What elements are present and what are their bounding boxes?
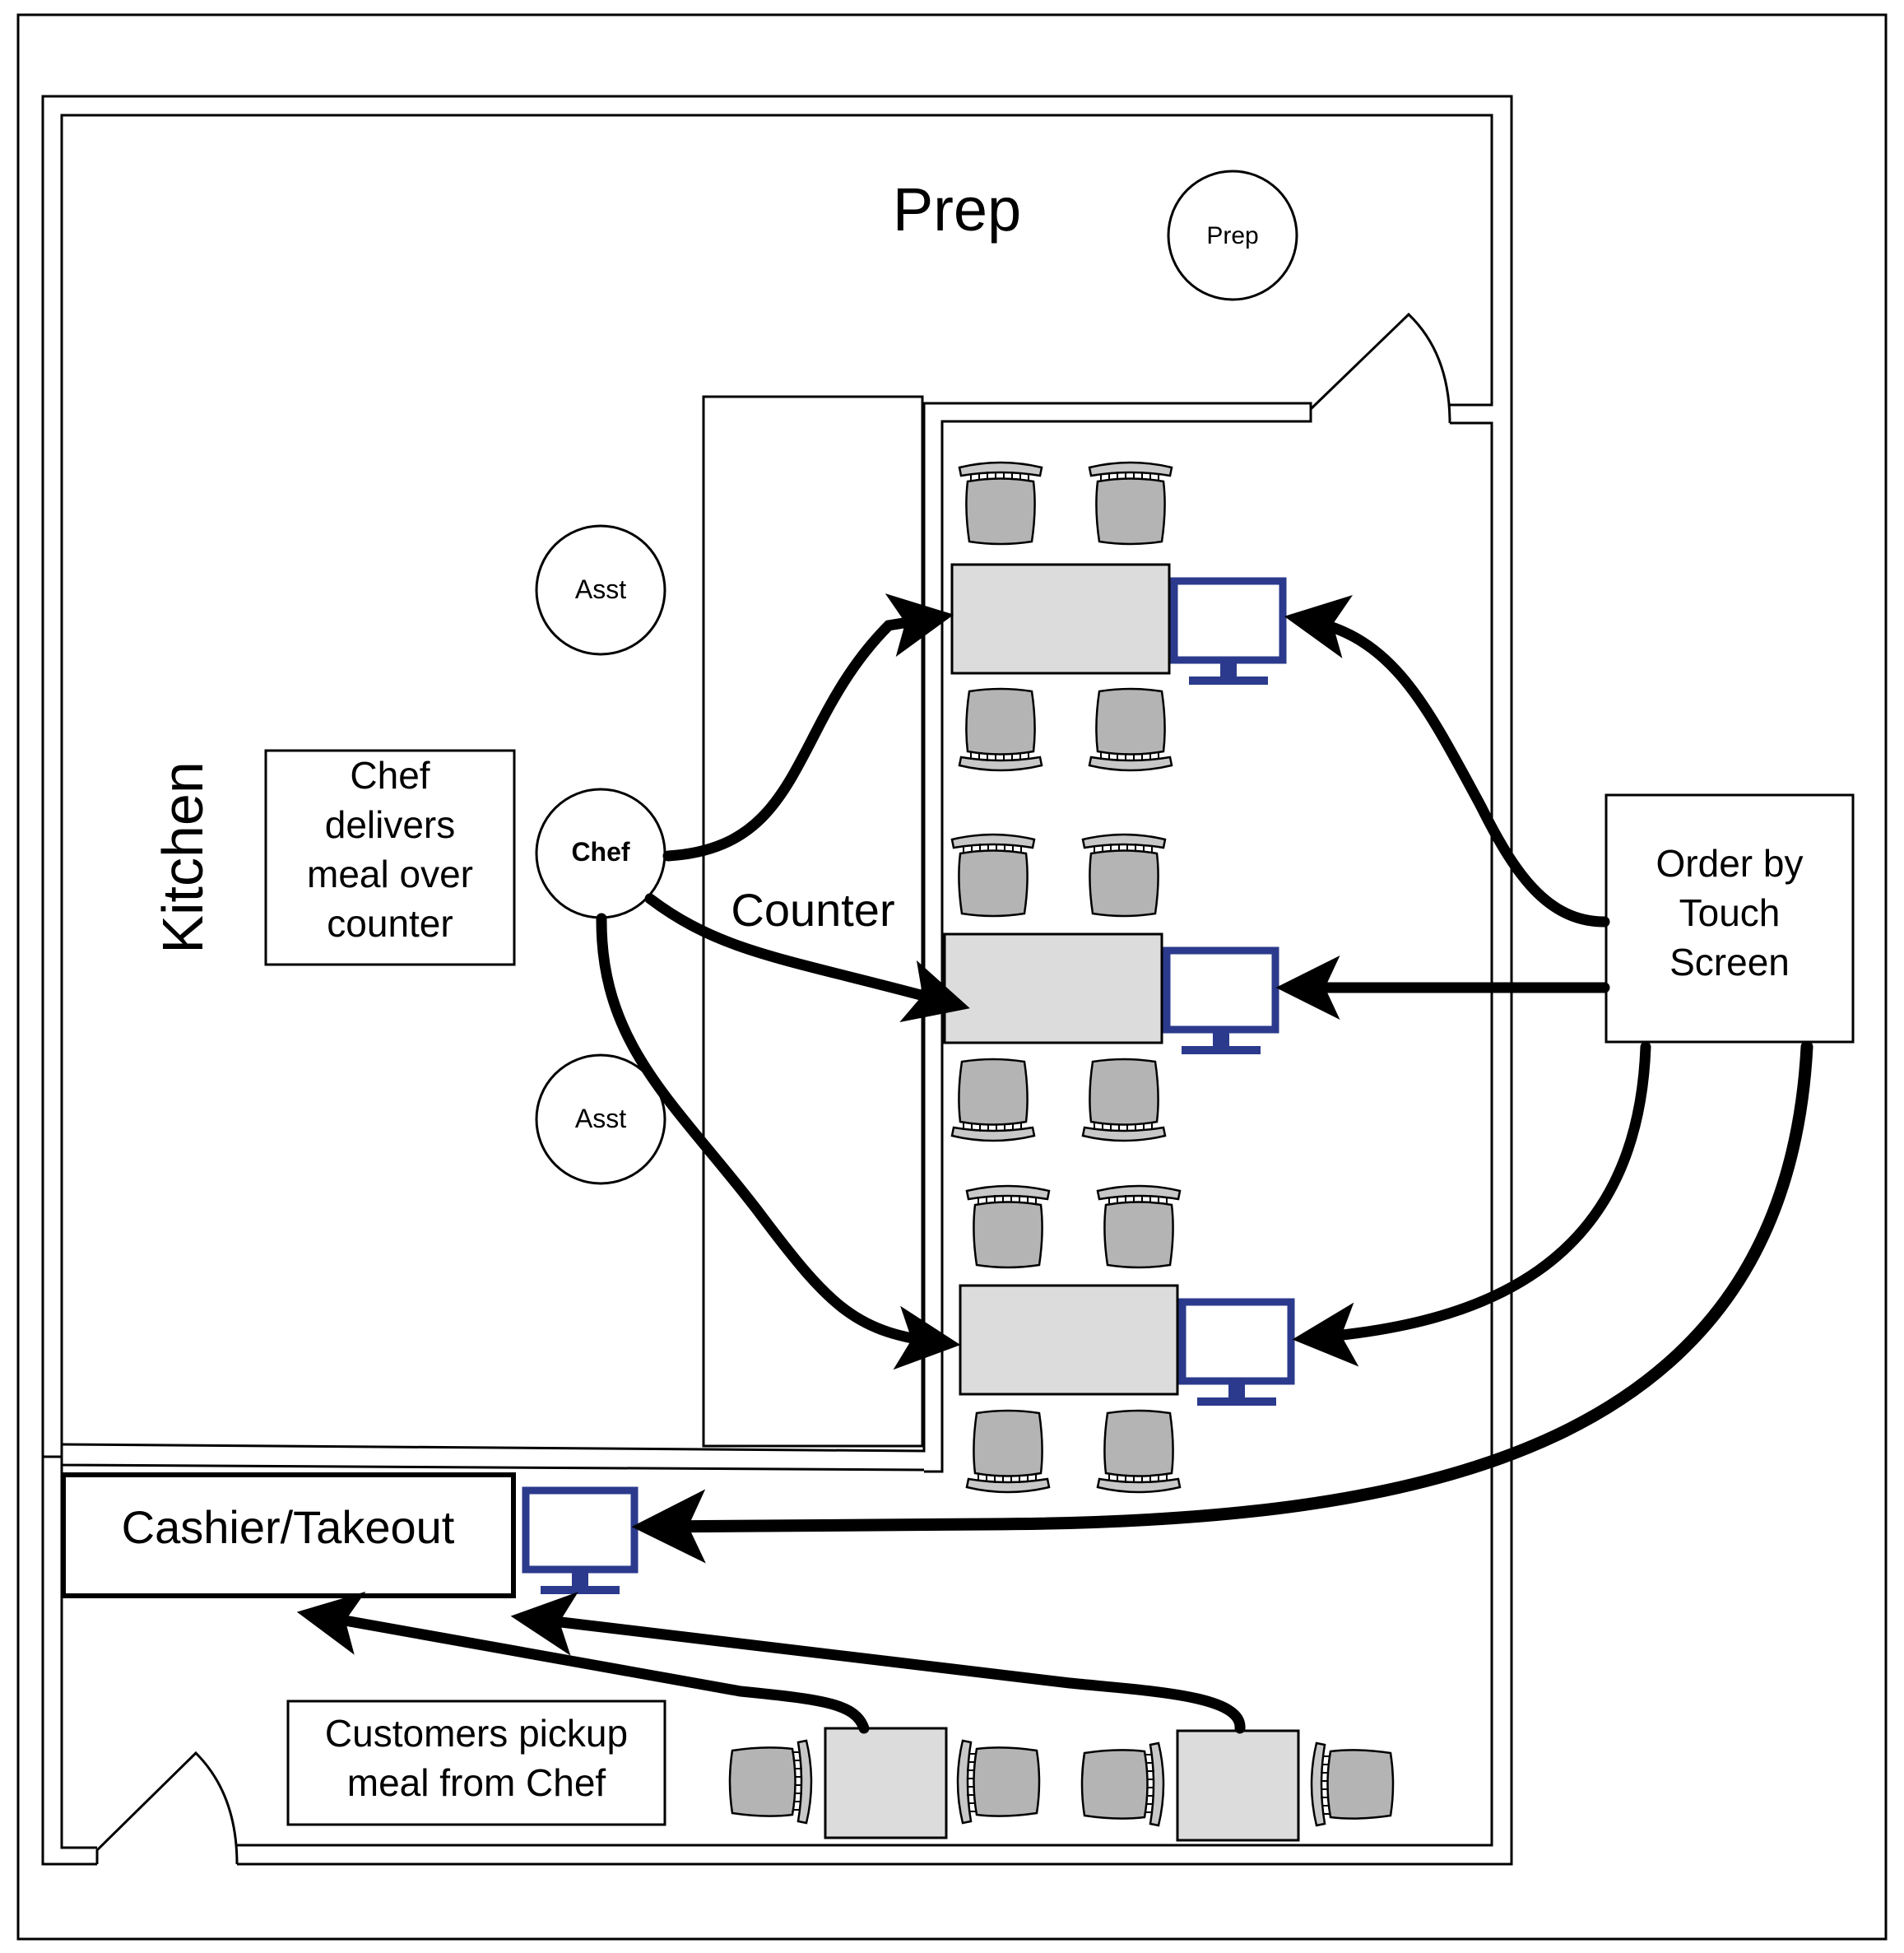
chair <box>958 1741 1039 1823</box>
arrow-pickup-2-to-cashier <box>510 1592 1246 1734</box>
chef-note-line-2: delivers <box>325 803 456 846</box>
asst-bottom-circle <box>535 1053 666 1185</box>
chair <box>967 1411 1049 1492</box>
monitor-icon <box>1174 581 1283 685</box>
monitor-icon <box>526 1490 634 1594</box>
arrow-chef-to-table-3 <box>596 913 961 1370</box>
arrow-order-to-monitor-3 <box>1292 1041 1651 1367</box>
arrow-pickup-1-to-cashier <box>296 1591 870 1734</box>
order-line-1: Order by <box>1656 842 1804 885</box>
pickup-line-1: Customers pickup <box>325 1712 628 1755</box>
counter <box>702 395 924 1448</box>
chair <box>958 461 1043 546</box>
chef-label: Chef <box>571 837 629 867</box>
cashier-takeout-box <box>61 1472 516 1598</box>
prep-station-circle <box>1167 170 1298 301</box>
monitor-icon <box>1167 951 1275 1054</box>
chef-note-line-1: Chef <box>350 754 430 797</box>
building-walls <box>41 95 1513 1866</box>
monitor-icon <box>1182 1302 1291 1406</box>
chair <box>1081 833 1167 918</box>
prep-area-label: Prep <box>893 175 1021 244</box>
entrance-door <box>95 1751 239 1865</box>
chair <box>959 689 1042 770</box>
chair <box>1083 1059 1165 1141</box>
chair <box>1082 1743 1163 1825</box>
chair <box>730 1741 811 1823</box>
outer-frame <box>16 13 1888 1941</box>
dining-table-2 <box>943 932 1163 1044</box>
counter-label: Counter <box>731 884 894 936</box>
chair <box>1096 1184 1182 1269</box>
chair <box>1088 461 1173 546</box>
prep-station-label: Prep <box>1206 222 1258 249</box>
cashier-takeout-label: Cashier/Takeout <box>122 1501 455 1553</box>
chef-note-line-4: counter <box>327 902 453 945</box>
prep-door <box>1309 312 1451 424</box>
asst-top-circle <box>535 524 666 656</box>
chair <box>1089 689 1172 770</box>
chair <box>952 1059 1034 1141</box>
dining-table-1 <box>950 563 1171 675</box>
chair <box>950 833 1036 918</box>
order-touch-screen-box <box>1604 793 1855 1044</box>
chair <box>965 1184 1051 1269</box>
order-line-2: Touch <box>1679 891 1781 934</box>
arrow-order-to-cashier <box>631 1040 1813 1564</box>
pickup-table-1 <box>824 1727 948 1839</box>
chef-note-line-3: meal over <box>307 853 473 895</box>
asst-top-label: Asst <box>575 574 626 604</box>
dining-table-3 <box>959 1284 1179 1396</box>
arrow-chef-to-table-2 <box>644 893 970 1023</box>
order-line-3: Screen <box>1669 941 1790 983</box>
chair <box>1098 1411 1180 1492</box>
asst-bottom-label: Asst <box>575 1104 626 1133</box>
chair <box>1312 1743 1393 1825</box>
chef-note-box <box>264 749 516 966</box>
pickup-line-2: meal from Chef <box>347 1761 606 1804</box>
kitchen-label: Kitchen <box>151 761 215 953</box>
arrow-order-to-monitor-1 <box>1284 595 1610 928</box>
customer-pickup-box <box>286 1700 666 1826</box>
pickup-table-2 <box>1176 1729 1300 1842</box>
arrow-chef-to-table-1 <box>662 593 954 862</box>
